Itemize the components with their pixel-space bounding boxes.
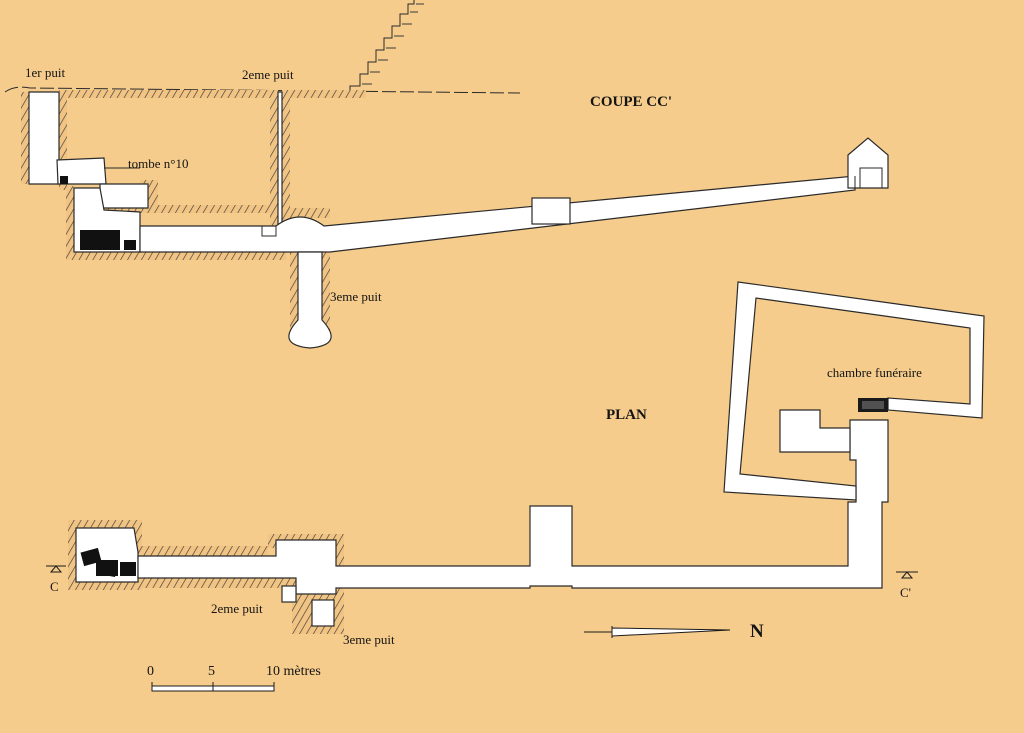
plan-title: PLAN xyxy=(606,407,647,423)
label-section-c-prime: C' xyxy=(900,585,912,600)
scale-tick-0: 0 xyxy=(147,664,154,679)
scale-tick-5: 5 xyxy=(208,664,215,679)
label-section-c: C xyxy=(50,579,59,594)
label-tomb-10: tombe n°10 xyxy=(128,156,189,171)
shaft-1 xyxy=(28,91,60,185)
plan-shaft-3 xyxy=(311,599,335,627)
plan-surrounding-gallery xyxy=(723,281,985,501)
label-shaft-1: 1er puit xyxy=(25,65,66,80)
north-arrow-icon xyxy=(584,626,731,638)
section-details xyxy=(104,167,883,237)
plan-rooms xyxy=(75,281,985,627)
pyramid-step-hatching xyxy=(362,3,424,85)
pyramid-steps xyxy=(349,0,415,92)
label-shaft-3-section: 3eme puit xyxy=(330,289,382,304)
section-rooms xyxy=(28,91,889,349)
section-title: COUPE CC' xyxy=(590,94,673,110)
rock-hatching-section xyxy=(21,90,366,332)
plan-side-room xyxy=(779,409,851,453)
north-label: N xyxy=(750,621,764,642)
tomb-10-niche xyxy=(99,183,149,209)
ground-line xyxy=(4,86,521,94)
section-objects xyxy=(60,176,136,250)
label-shaft-2-plan: 2eme puit xyxy=(211,601,263,616)
plan-main-corridor xyxy=(137,419,889,595)
scale-bar xyxy=(151,682,275,692)
plan-shaft-2 xyxy=(281,585,297,603)
section-drawing xyxy=(4,0,889,349)
label-burial-chamber: chambre funéraire xyxy=(827,365,922,380)
shaft-2 xyxy=(277,91,283,227)
section-marker-c xyxy=(46,565,66,573)
label-shaft-3-plan: 3eme puit xyxy=(343,632,395,647)
section-corridor xyxy=(139,175,856,253)
scale-tick-10: 10 mètres xyxy=(266,664,321,679)
entrance-chapel xyxy=(847,137,889,189)
plan-drawing xyxy=(46,281,985,692)
label-shaft-2-section: 2eme puit xyxy=(242,67,294,82)
shaft-3 xyxy=(288,251,332,349)
plan-objects xyxy=(80,547,136,577)
sealing-block xyxy=(531,197,571,225)
section-marker-c-prime xyxy=(896,571,918,579)
